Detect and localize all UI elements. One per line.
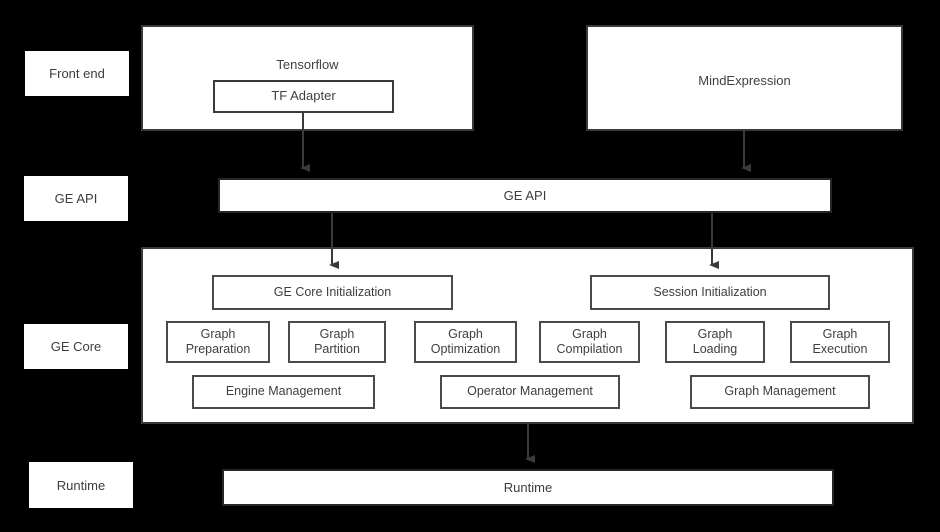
- mindexpression-title: MindExpression: [698, 73, 791, 88]
- graph-optimization-label: Graph Optimization: [430, 326, 501, 356]
- graph-preparation-box[interactable]: Graph Preparation: [166, 321, 270, 363]
- mindexpression-container: MindExpression: [586, 25, 903, 131]
- graph-compilation-label: Graph Compilation: [556, 326, 623, 356]
- stage-label-ge-core-text: GE Core: [50, 339, 102, 354]
- stage-label-front-end-text: Front end: [49, 66, 105, 81]
- stage-label-ge-api: GE API: [24, 176, 128, 221]
- engine-management-box[interactable]: Engine Management: [192, 375, 375, 409]
- session-initialization-box[interactable]: Session Initialization: [590, 275, 830, 310]
- operator-management-label: Operator Management: [467, 384, 593, 399]
- tf-adapter-box[interactable]: TF Adapter: [213, 80, 394, 113]
- tf-adapter-label: TF Adapter: [271, 88, 336, 104]
- stage-label-runtime-text: Runtime: [56, 477, 106, 493]
- stage-label-runtime: Runtime: [29, 462, 133, 508]
- graph-management-label: Graph Management: [724, 384, 836, 399]
- graph-execution-label: Graph Execution: [812, 326, 868, 356]
- graph-management-box[interactable]: Graph Management: [690, 375, 870, 409]
- graph-execution-box[interactable]: Graph Execution: [790, 321, 890, 363]
- graph-loading-box[interactable]: Graph Loading: [665, 321, 765, 363]
- graph-partition-box[interactable]: Graph Partition: [288, 321, 386, 363]
- ge-core-initialization-label: GE Core Initialization: [273, 284, 392, 299]
- ge-core-initialization-box[interactable]: GE Core Initialization: [212, 275, 453, 310]
- graph-compilation-box[interactable]: Graph Compilation: [539, 321, 640, 363]
- ge-api-bar[interactable]: GE API: [218, 178, 832, 213]
- ge-api-bar-label: GE API: [503, 188, 547, 203]
- runtime-bar[interactable]: Runtime: [222, 469, 834, 506]
- session-initialization-label: Session Initialization: [653, 284, 767, 299]
- runtime-bar-label: Runtime: [503, 480, 553, 495]
- stage-label-front-end: Front end: [25, 51, 129, 96]
- graph-partition-label: Graph Partition: [314, 326, 360, 356]
- graph-preparation-label: Graph Preparation: [185, 326, 251, 356]
- tensorflow-title: Tensorflow: [276, 57, 339, 72]
- operator-management-box[interactable]: Operator Management: [440, 375, 620, 409]
- stage-label-ge-core: GE Core: [24, 324, 128, 369]
- engine-management-label: Engine Management: [225, 384, 342, 399]
- stage-label-ge-api-text: GE API: [54, 191, 98, 206]
- tensorflow-container: Tensorflow: [141, 25, 474, 131]
- graph-loading-label: Graph Loading: [692, 326, 738, 356]
- graph-optimization-box[interactable]: Graph Optimization: [414, 321, 517, 363]
